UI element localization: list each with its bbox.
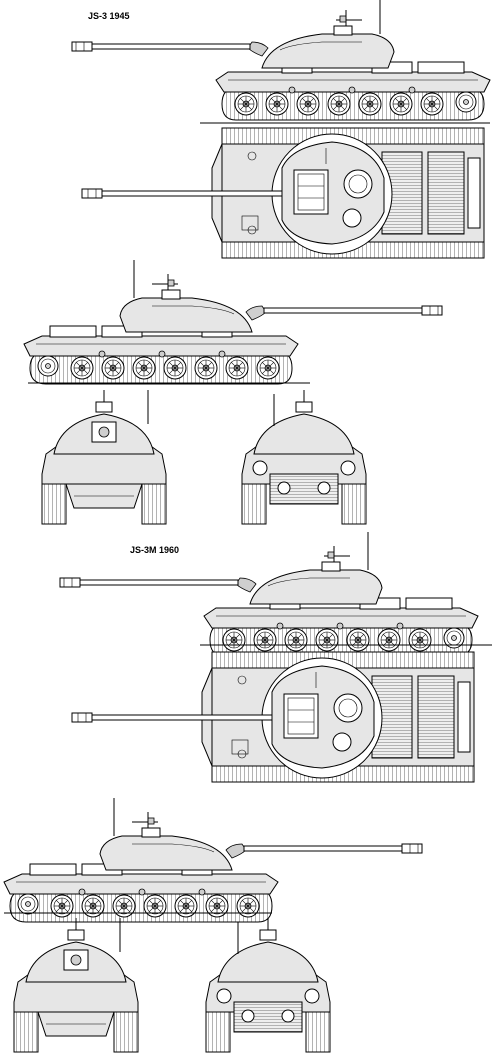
js3-front-view [41, 389, 167, 525]
label-js3-1945: JS-3 1945 [88, 11, 130, 21]
label-js3m-1960: JS-3M 1960 [130, 545, 180, 555]
js3m-top-view [71, 651, 475, 783]
js3-side-view-right [24, 260, 442, 384]
js3-top-view [81, 127, 485, 259]
js3m-side-view-left [60, 532, 478, 656]
js3-side-view-left [72, 0, 490, 120]
js3-rear-view [241, 389, 367, 525]
js3m-side-view-right [4, 798, 422, 922]
js3m-rear-view [205, 917, 331, 1053]
js3m-front-view [13, 917, 139, 1053]
